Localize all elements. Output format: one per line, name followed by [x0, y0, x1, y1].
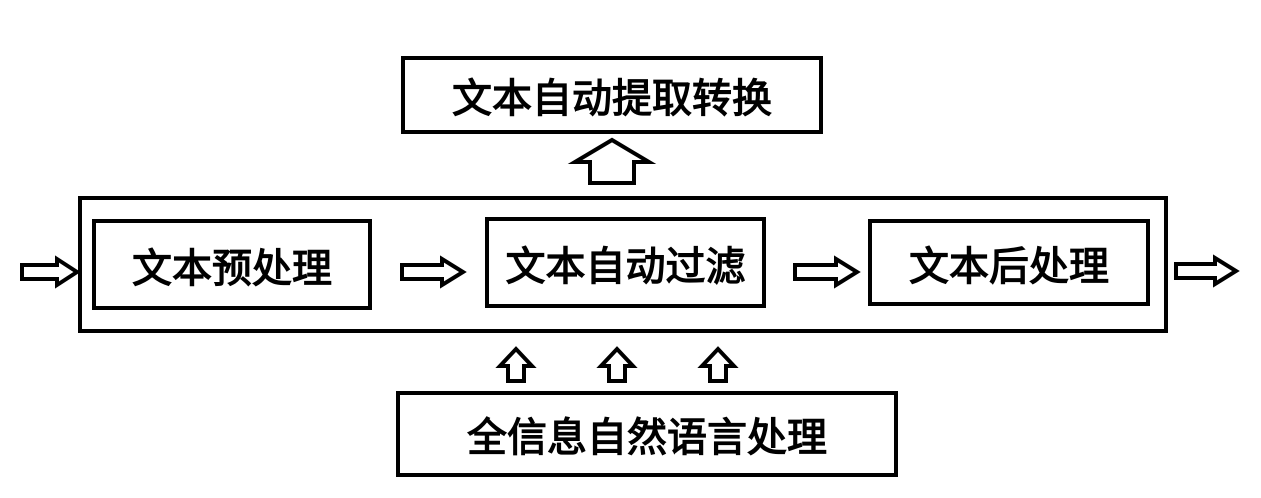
up-arrow-from-nlp-3 [697, 346, 739, 383]
full-info-nlp-box: 全信息自然语言处理 [396, 391, 898, 477]
flow-arrow-1 [400, 255, 467, 289]
up-arrow-from-nlp-2 [596, 346, 638, 383]
up-arrow-from-nlp-1 [495, 346, 537, 383]
up-arrow-to-extraction [567, 137, 657, 185]
text-auto-extraction-box: 文本自动提取转换 [401, 56, 823, 134]
full-info-nlp-label: 全信息自然语言处理 [467, 415, 827, 461]
text-preprocessing-label: 文本预处理 [132, 245, 332, 292]
output-arrow [1174, 254, 1240, 288]
text-postprocessing-box: 文本后处理 [868, 219, 1150, 306]
text-auto-filter-label: 文本自动过滤 [505, 243, 746, 290]
text-preprocessing-box: 文本预处理 [92, 219, 372, 310]
input-arrow [20, 255, 81, 289]
text-postprocessing-label: 文本后处理 [909, 243, 1109, 290]
text-auto-filter-box: 文本自动过滤 [485, 217, 766, 308]
text-auto-extraction-label: 文本自动提取转换 [452, 76, 772, 122]
flow-arrow-2 [793, 255, 861, 289]
